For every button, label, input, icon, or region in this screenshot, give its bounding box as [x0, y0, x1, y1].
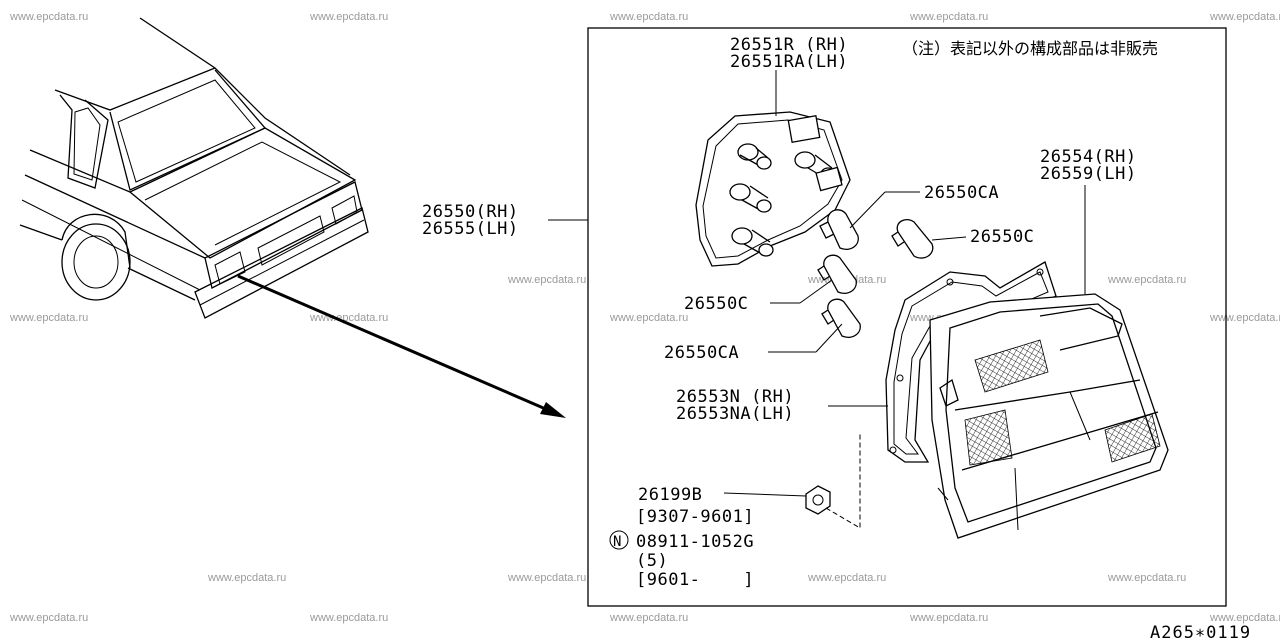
part-label-08911-range: [9601- ]: [636, 570, 754, 590]
bulb-26550ca-bottom: [821, 298, 861, 338]
watermark: www.epcdata.ru: [507, 572, 586, 584]
watermark: www.epcdata.ru: [9, 312, 88, 324]
lens-hatch: [964, 339, 1161, 466]
watermark: www.epcdata.ru: [1209, 612, 1280, 624]
lens-clip: [939, 378, 959, 407]
tail-lamp-lens: [929, 293, 1169, 539]
nut-mount-dashed: [825, 432, 861, 529]
watermark: www.epcdata.ru: [1209, 11, 1280, 23]
roof-top: [54, 67, 216, 111]
watermark: www.epcdata.ru: [609, 11, 688, 23]
rear-window: [109, 69, 267, 191]
watermark: www.epcdata.ru: [609, 312, 688, 324]
trunk-edge: [144, 141, 342, 246]
part-label-26550c-right: 26550C: [970, 227, 1034, 247]
tail-lamp-right: [331, 195, 358, 225]
watermark: www.epcdata.ru: [1107, 274, 1186, 286]
bulb-26550c-left: [817, 254, 857, 294]
part-label-26550ca-top: 26550CA: [924, 183, 999, 203]
body-side-molding: [21, 199, 201, 291]
roof-edge: [139, 17, 351, 176]
lamp-socket-assembly: [695, 111, 851, 267]
watermark: www.epcdata.ru: [807, 572, 886, 584]
lens-body: [929, 293, 1169, 539]
part-label-26550ca-bottom: 26550CA: [664, 343, 739, 363]
part-labels: 26551R (RH) 26551RA(LH) 26550(RH) 26555(…: [422, 35, 1137, 590]
rear-bumper: [194, 207, 369, 319]
part-label-26551r: 26551R (RH): [730, 35, 848, 55]
body-side-lower: [19, 224, 63, 241]
tail-lamp-left: [214, 251, 246, 285]
part-label-26199b-range: [9307-9601]: [636, 507, 754, 527]
watermark: www.epcdata.ru: [507, 274, 586, 286]
trunk-lid: [128, 127, 357, 259]
n-symbol: N: [613, 534, 622, 550]
part-label-26550c-left: 26550C: [684, 294, 748, 314]
watermark: www.epcdata.ru: [1107, 572, 1186, 584]
connector: [787, 114, 843, 192]
socket-4: [731, 227, 774, 257]
watermarks: www.epcdata.ru www.epcdata.ru www.epcdat…: [9, 11, 1280, 624]
part-label-26199b: 26199B: [638, 485, 702, 505]
socket-plate: [695, 111, 851, 267]
part-label-26553n: 26553N (RH): [676, 387, 794, 407]
watermark: www.epcdata.ru: [909, 612, 988, 624]
part-label-26559: 26559(LH): [1040, 164, 1137, 184]
watermark: www.epcdata.ru: [207, 572, 286, 584]
wheel-arch: [61, 213, 131, 269]
side-window-pane: [73, 107, 101, 181]
leader-arrow-line: [237, 274, 549, 412]
part-label-08911-qty: (5): [636, 551, 668, 571]
part-label-26555: 26555(LH): [422, 219, 519, 239]
body-beltline: [29, 149, 131, 193]
socket-3: [729, 183, 772, 213]
lens-top-segment: [1039, 307, 1123, 351]
car-illustration: [19, 17, 566, 418]
part-label-26554: 26554(RH): [1040, 147, 1137, 167]
body-rocker: [127, 267, 196, 301]
part-label-26550: 26550(RH): [422, 202, 519, 222]
nut: [805, 485, 831, 515]
watermark: www.epcdata.ru: [9, 11, 88, 23]
wheel-rim: [73, 235, 119, 289]
detail-frame: [587, 27, 1227, 607]
bumper-line: [199, 219, 365, 306]
watermark: www.epcdata.ru: [909, 11, 988, 23]
watermark: www.epcdata.ru: [1209, 312, 1280, 324]
watermark: www.epcdata.ru: [309, 612, 388, 624]
rear-wheel: [61, 223, 131, 301]
bulb-26550c-right: [891, 218, 934, 259]
part-label-26553na: 26553NA(LH): [676, 404, 794, 424]
watermark: www.epcdata.ru: [9, 612, 88, 624]
watermark: www.epcdata.ru: [309, 11, 388, 23]
leader-lines: [548, 70, 1086, 497]
socket-1: [737, 143, 772, 170]
note-text: （注）表記以外の構成部品は非販売: [902, 39, 1158, 58]
diagram-code: A265∗0119: [1150, 623, 1251, 640]
part-label-26551ra: 26551RA(LH): [730, 52, 848, 72]
lens-face: [945, 303, 1157, 523]
watermark: www.epcdata.ru: [609, 612, 688, 624]
leader-arrow-head: [540, 402, 566, 418]
bulb-26550ca-top: [819, 209, 859, 250]
body-side-upper: [24, 174, 206, 259]
rear-window-inner: [117, 79, 256, 183]
side-window: [59, 94, 109, 189]
part-label-08911: 08911-1052G: [636, 532, 754, 552]
n-symbol-circle: [609, 530, 629, 550]
